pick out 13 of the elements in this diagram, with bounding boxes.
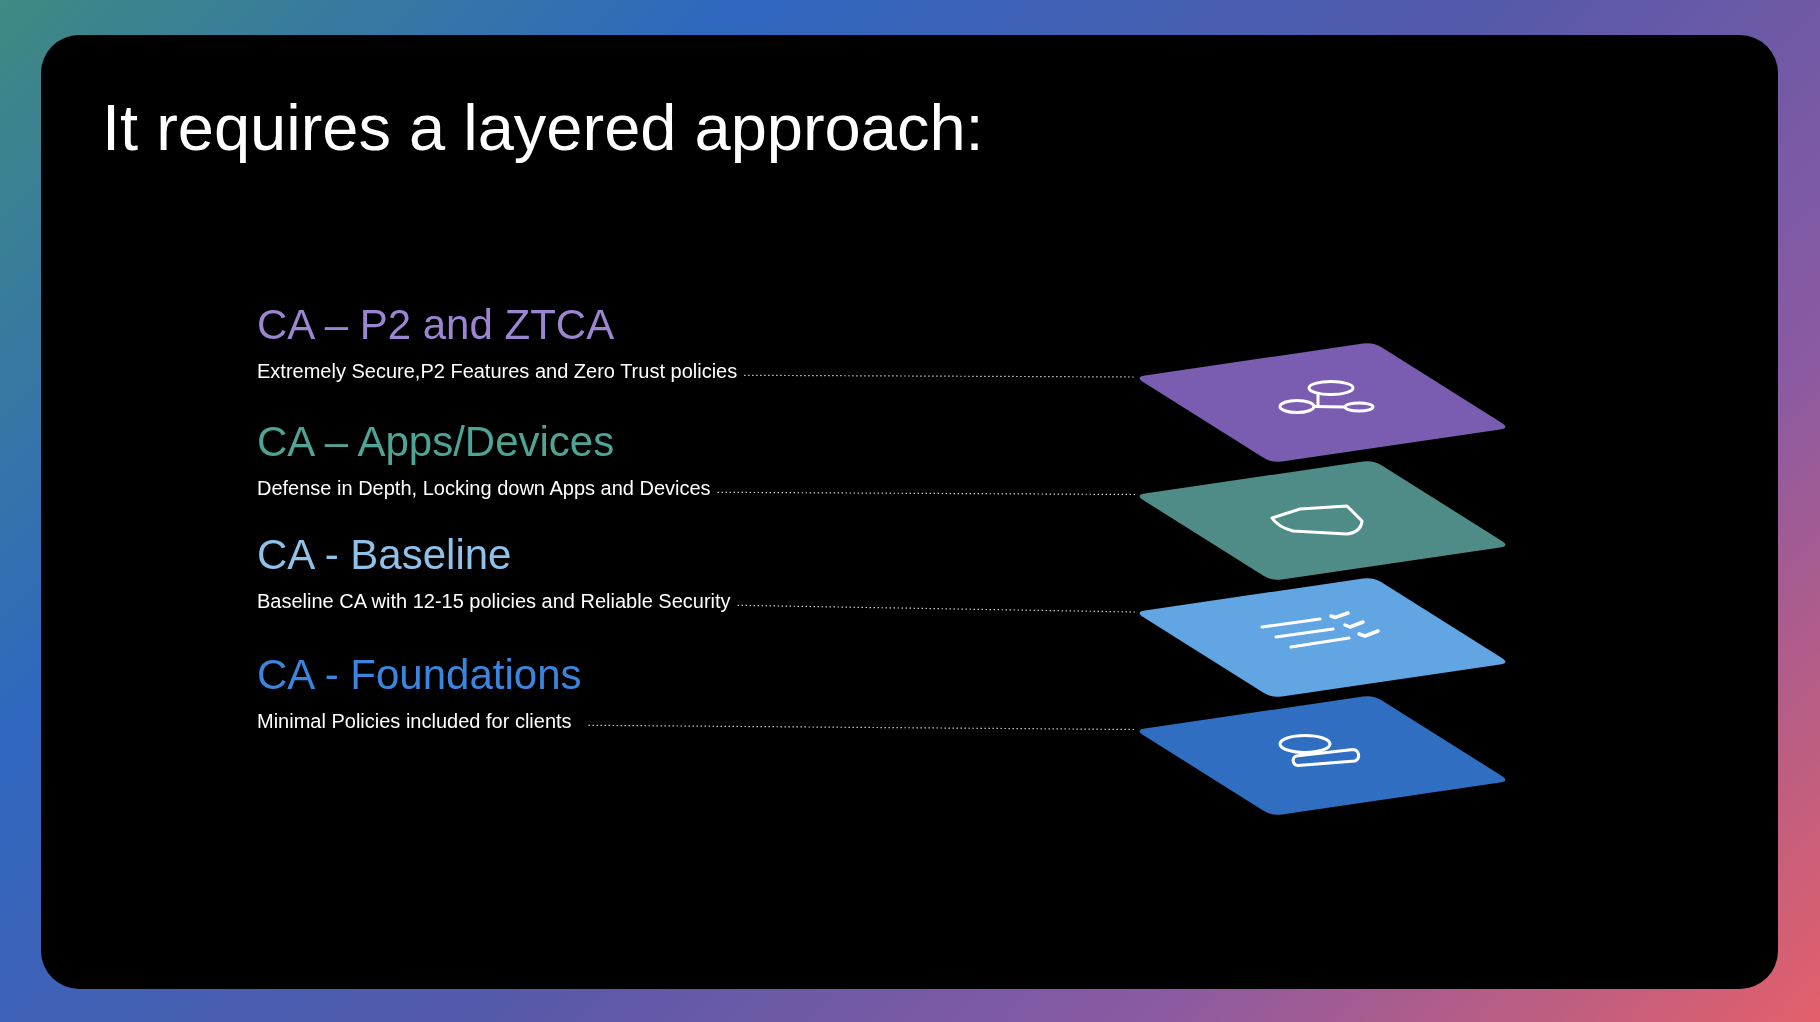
layer-heading: CA - Baseline: [257, 531, 512, 580]
layer-description: Baseline CA with 12-15 policies and Reliable Security: [257, 589, 731, 614]
layer-description: Minimal Policies included for clients: [257, 709, 572, 734]
layer-heading: CA - Foundations: [257, 651, 582, 700]
leader-line: [587, 724, 1136, 731]
leader-line: [717, 491, 1136, 496]
layer-description: Defense in Depth, Locking down Apps and Devices: [257, 476, 711, 501]
slide-title: It requires a layered approach:: [102, 91, 984, 166]
leader-line: [737, 604, 1136, 613]
layer-heading: CA – Apps/Devices: [257, 418, 615, 467]
leader-line: [743, 374, 1136, 378]
layer-heading: CA – P2 and ZTCA: [257, 301, 615, 350]
layer-description: Extremely Secure,P2 Features and Zero Trust policies: [257, 359, 738, 384]
